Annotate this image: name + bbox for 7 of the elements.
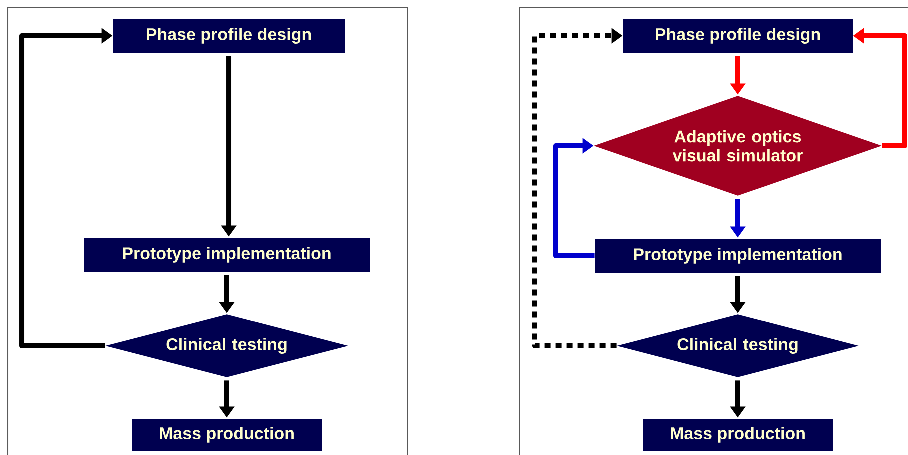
process-box: Prototype implementation — [595, 239, 881, 273]
arrow — [554, 138, 595, 258]
process-box: Mass production — [643, 419, 833, 451]
process-box: Prototype implementation — [84, 238, 370, 272]
process-box: Phase profile design — [113, 19, 345, 53]
process-box: Mass production — [132, 419, 322, 451]
process-box: Phase profile design — [623, 19, 853, 53]
